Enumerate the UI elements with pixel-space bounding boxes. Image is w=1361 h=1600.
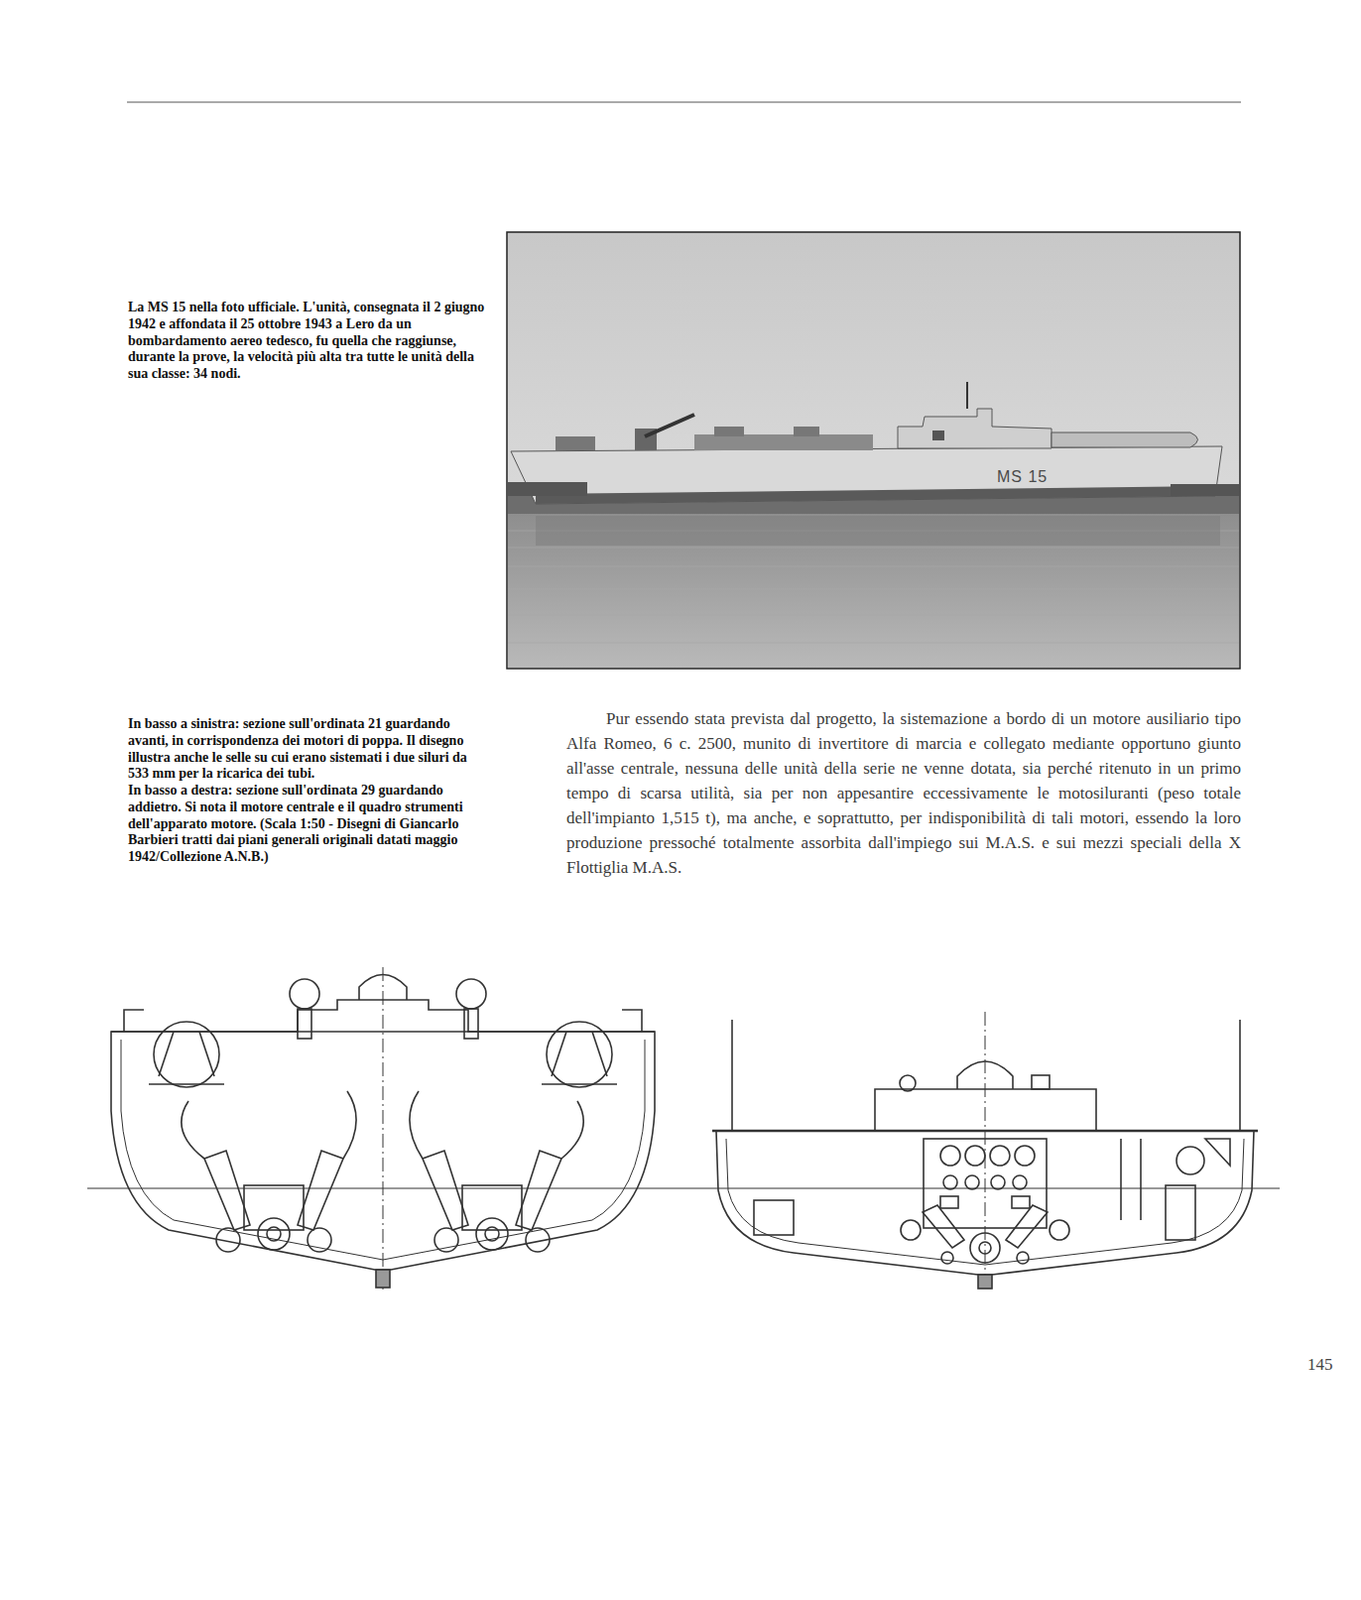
top-rule: [126, 102, 1241, 104]
ship-photo: [506, 232, 1240, 669]
page-number: 145: [1307, 1355, 1334, 1375]
hull-section-frame-21: [87, 967, 685, 1290]
hull-section-frame-29: [684, 1011, 1280, 1290]
body-text: Pur essendo stata prevista dal progetto,…: [566, 706, 1241, 880]
hull-marking: MS 15: [994, 468, 1050, 487]
drawing-caption: In basso a destra: sezione sull'ordinata…: [127, 782, 486, 867]
drawing-caption: In basso a sinistra: sezione sull'ordina…: [127, 716, 486, 783]
photo-caption: La MS 15 nella foto ufficiale. L'unità, …: [127, 299, 486, 383]
